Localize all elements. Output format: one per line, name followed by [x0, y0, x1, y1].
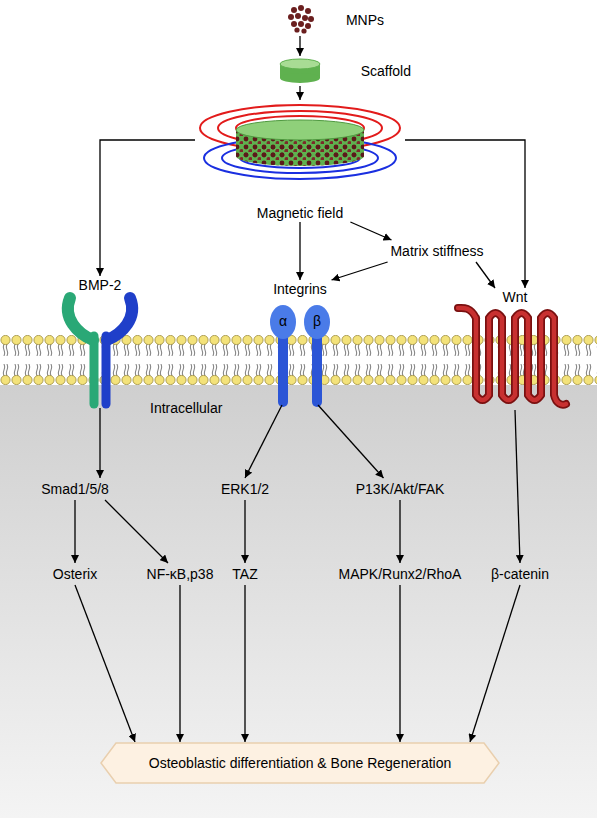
outcome-hexagon: Osteoblastic differentiation & Bone Rege… [100, 742, 500, 784]
circle-part [298, 5, 304, 11]
ellipse-part [236, 116, 364, 140]
circle-part [301, 28, 306, 33]
arrow-connector [99, 408, 100, 478]
circle-part [295, 13, 301, 19]
node-text: Matrix stiffness [388, 242, 485, 260]
circle-part [305, 23, 311, 29]
circle-part [302, 15, 308, 21]
node-text: Magnetic field [255, 204, 345, 222]
path-part [458, 308, 566, 405]
ellipse-part [304, 305, 330, 339]
circle-part [294, 27, 299, 32]
node-text: Osteoblastic differentiation & Bone Rege… [147, 754, 454, 772]
node-text: TAZ [230, 565, 259, 583]
path-part [102, 336, 111, 404]
icon-label: Scaffold [278, 56, 413, 86]
ellipse-part [236, 146, 364, 166]
circle-part [288, 14, 294, 20]
arrow-connector [332, 262, 388, 280]
node-text: Smad1/5/8 [39, 480, 111, 498]
path-part [458, 308, 566, 405]
path-part [68, 298, 93, 340]
ellipse-part [270, 305, 296, 339]
ellipse-part [280, 59, 320, 69]
integrin-receptor [270, 305, 330, 402]
arrow-connector [100, 140, 195, 276]
intracellular-ground [0, 385, 597, 818]
arrow-connector [299, 222, 300, 280]
receptor-label: Wnt [465, 288, 565, 410]
arrow-connector [318, 405, 384, 478]
effector-label: β-catenin [475, 563, 565, 585]
subunit-label: α [273, 313, 293, 329]
process-label: Matrix stiffness [372, 240, 502, 262]
hexagon-shape [101, 743, 499, 783]
node-text: BMP-2 [77, 276, 124, 294]
circle-part [291, 7, 297, 13]
arrow-connector [244, 585, 245, 742]
line-part [278, 332, 288, 402]
pathway-label: P13K/Akt/FAK [345, 478, 455, 500]
receptor-label: BMP-2 [55, 276, 145, 408]
pathway-label: ERK1/2 [205, 478, 285, 500]
node-text: Wnt [501, 288, 530, 306]
node-text: Osterix [51, 565, 99, 583]
node-text: β-catenin [489, 565, 551, 583]
arrow-connector [75, 585, 135, 742]
arrow-connector [515, 410, 520, 563]
circle-part [298, 21, 304, 27]
ellipse-part [236, 146, 364, 166]
node-text: Integrins [271, 280, 329, 298]
arrow-connector [405, 140, 525, 288]
arrow-connector [470, 585, 520, 742]
node-text: MNPs [344, 11, 386, 29]
small-scaffold [280, 59, 320, 83]
path-part [107, 298, 132, 340]
node-text: ERK1/2 [219, 480, 271, 498]
coil-label: Magnetic field [195, 100, 405, 222]
bmp-receptor [68, 298, 132, 404]
subunit-label: β [307, 313, 327, 329]
wnt-receptor [458, 308, 566, 405]
arrow-connector [74, 500, 75, 563]
arrow-connector [299, 36, 300, 56]
pathway-label: Smad1/5/8 [25, 478, 125, 500]
receptor-label: Integrins [255, 280, 345, 405]
node-text: MAPK/Runx2/RhoA [337, 565, 464, 583]
ellipse-part [236, 120, 364, 140]
arrow-connector [399, 500, 400, 563]
arrow-connector [476, 262, 495, 288]
node-text: P13K/Akt/FAK [354, 480, 447, 498]
line-part [312, 332, 322, 402]
effector-label: NF-κB,p38 [140, 563, 220, 585]
node-text: NF-κB,p38 [145, 565, 216, 583]
magnetic-coil [200, 105, 400, 179]
path-part [90, 336, 99, 404]
effector-label: MAPK/Runx2/RhoA [332, 563, 468, 585]
circle-part [291, 21, 297, 27]
arrow-connector [299, 86, 300, 100]
icon-label: MNPs [286, 4, 386, 36]
arrow-connector [350, 222, 391, 240]
arrow-connector [179, 585, 180, 742]
arrow-connector [245, 405, 282, 478]
arrow-connector [105, 500, 168, 563]
arrow-connector [244, 500, 245, 563]
circle-part [308, 16, 314, 22]
arrow-connector [399, 585, 400, 742]
mnp-cluster [288, 5, 314, 34]
effector-label: Osterix [35, 563, 115, 585]
ellipse-part [280, 73, 320, 83]
node-text: Scaffold [359, 62, 413, 80]
effector-label: TAZ [225, 563, 265, 585]
circle-part [305, 8, 311, 14]
region-label: Intracellular [150, 400, 222, 416]
loaded-scaffold [236, 120, 364, 166]
